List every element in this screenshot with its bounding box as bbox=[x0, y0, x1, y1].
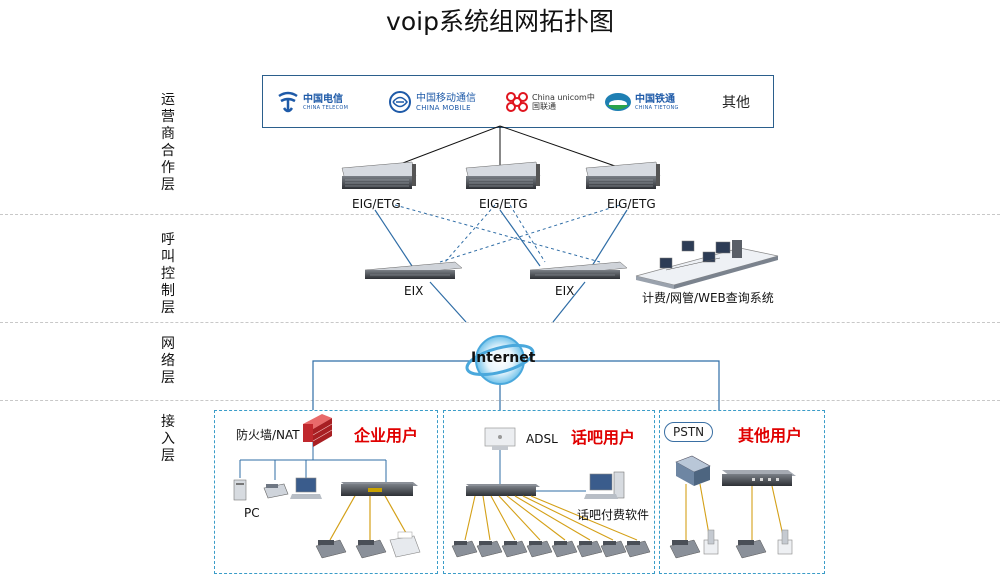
cafe-group bbox=[443, 410, 655, 574]
cross-links bbox=[394, 204, 621, 263]
cafe-software-label: 话吧付费软件 bbox=[577, 508, 650, 522]
enterprise-lan-links bbox=[239, 442, 387, 482]
cordless-phone-icon bbox=[703, 529, 719, 555]
carrier-links bbox=[394, 125, 616, 167]
eix-server-2 bbox=[529, 261, 628, 279]
tietong-sub: CHINA TIETONG bbox=[635, 104, 679, 111]
ip-phone-icon bbox=[551, 540, 578, 558]
carrier-other: 其他 bbox=[722, 95, 750, 111]
gateway-server-2 bbox=[465, 161, 541, 189]
internet-label: Internet bbox=[471, 350, 536, 366]
layer-label-network: 网络层 bbox=[161, 336, 175, 386]
controller-internet-links bbox=[429, 281, 586, 323]
controller-label-1: EIX bbox=[404, 284, 424, 298]
mobile-icon bbox=[389, 91, 411, 113]
mobile-logo: 中国移动通信 CHINA MOBILE bbox=[387, 90, 476, 114]
layer-label-call-control: 呼叫控制层 bbox=[161, 232, 175, 316]
carrier-panel: 中国电信 CHINA TELECOM 中国移动通信 CHINA MOBILE C… bbox=[262, 75, 774, 128]
unicom-knot-icon bbox=[506, 92, 528, 112]
tietong-icon bbox=[605, 93, 631, 111]
billing-system-label: 计费/网管/WEB查询系统 bbox=[642, 291, 774, 305]
telecom-logo: 中国电信 CHINA TELECOM bbox=[275, 90, 348, 114]
tietong-name: 中国铁通 bbox=[635, 93, 675, 105]
controller-label-2: EIX bbox=[555, 284, 575, 298]
others-group bbox=[659, 410, 825, 574]
adsl-label: ADSL bbox=[526, 432, 558, 446]
ip-phone-icon bbox=[600, 540, 627, 558]
mobile-sub: CHINA MOBILE bbox=[416, 103, 471, 112]
cafe-phone-row bbox=[451, 540, 651, 558]
gateway-label-2: EIG/ETG bbox=[479, 197, 528, 211]
desk-phone-icon bbox=[263, 483, 289, 499]
cafe-switch-icon bbox=[466, 484, 540, 496]
firewall-icon bbox=[303, 414, 333, 447]
billing-system-illustration bbox=[635, 240, 779, 289]
ip-phone-icon bbox=[451, 540, 478, 558]
unicom-logo: China unicom中国联通 bbox=[503, 90, 596, 114]
gateway-server-1 bbox=[341, 161, 417, 189]
unicom-name: China unicom中国联通 bbox=[532, 93, 595, 111]
mobile-name: 中国移动通信 bbox=[416, 92, 476, 104]
cordless-phone-icon bbox=[777, 529, 793, 555]
ip-phone-icon bbox=[526, 540, 553, 558]
telecom-sub: CHINA TELECOM bbox=[303, 104, 349, 111]
ip-phone-icon bbox=[501, 540, 528, 558]
cafe-pc-icon bbox=[584, 471, 625, 499]
pc-tower-icon bbox=[233, 479, 247, 501]
ip-phone-icon bbox=[476, 540, 503, 558]
gateway-server-3 bbox=[585, 161, 661, 189]
gateway-label-1: EIG/ETG bbox=[352, 197, 401, 211]
fax-machine-icon bbox=[389, 531, 421, 558]
ip-phone-icon bbox=[624, 540, 651, 558]
internet-links bbox=[312, 360, 720, 410]
gateway-box-icon bbox=[675, 455, 711, 486]
telecom-icon bbox=[278, 91, 298, 113]
layer-label-carrier: 运营商合作层 bbox=[161, 92, 175, 193]
others-title: 其他用户 bbox=[738, 426, 803, 445]
eix-server-1 bbox=[364, 261, 463, 279]
gateway-controller-links bbox=[374, 209, 628, 267]
divider-2 bbox=[0, 322, 1000, 323]
monitor-icon bbox=[290, 477, 322, 499]
ip-phone-icon bbox=[669, 539, 701, 559]
pstn-label: PSTN bbox=[664, 422, 714, 442]
layer-label-access: 接入层 bbox=[161, 414, 175, 464]
tietong-logo: 中国铁通 CHINA TIETONG bbox=[603, 90, 679, 114]
ip-phone-icon bbox=[315, 539, 347, 559]
telecom-name: 中国电信 bbox=[303, 93, 343, 105]
gateway-label-3: EIG/ETG bbox=[607, 197, 656, 211]
ip-phone-icon bbox=[735, 539, 767, 559]
ip-phone-icon bbox=[355, 539, 387, 559]
pc-label: PC bbox=[244, 506, 260, 520]
cafe-phone-wires bbox=[464, 495, 638, 541]
page-title: voip系统组网拓扑图 bbox=[386, 7, 614, 36]
cafe-title: 话吧用户 bbox=[571, 428, 636, 447]
enterprise-group bbox=[214, 410, 438, 574]
divider-1 bbox=[0, 214, 1000, 215]
adsl-modem-icon bbox=[484, 427, 516, 450]
ip-phone-icon bbox=[576, 540, 603, 558]
enterprise-title: 企业用户 bbox=[354, 426, 419, 445]
voice-gateway-icon bbox=[722, 470, 796, 486]
firewall-label: 防火墙/NAT bbox=[236, 428, 300, 442]
enterprise-switch-icon bbox=[341, 482, 418, 496]
internet-globe-icon bbox=[465, 335, 535, 385]
cafe-links bbox=[499, 450, 586, 492]
